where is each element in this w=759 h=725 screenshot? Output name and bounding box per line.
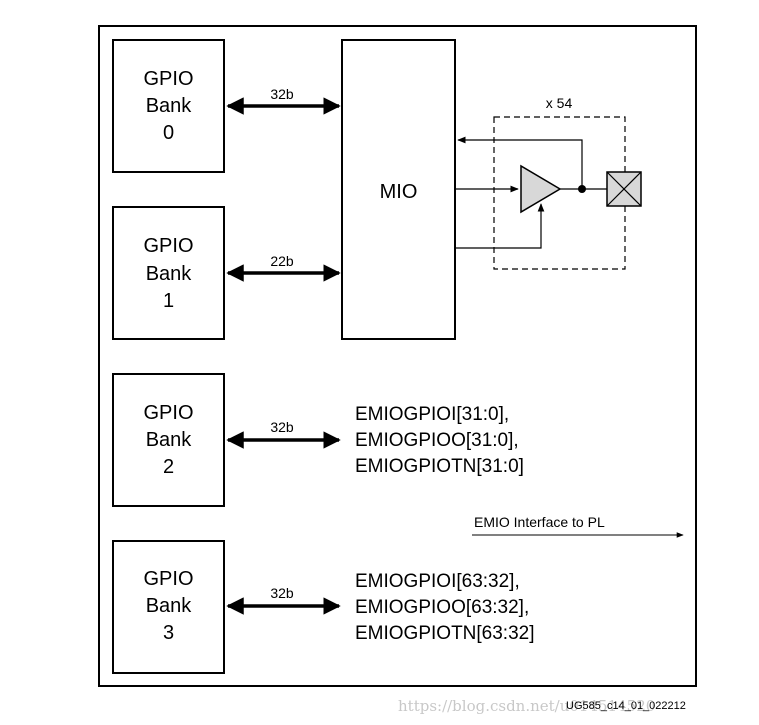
gpio-bank-0-line1: GPIO <box>143 68 193 90</box>
io-pad <box>606 171 642 207</box>
outer-frame <box>98 25 697 687</box>
gpio-bank-3-line3: 3 <box>163 622 174 644</box>
output-buffer-triangle <box>520 164 562 214</box>
junction-dot <box>578 185 586 193</box>
gpio-bank-2-line3: 2 <box>163 456 174 478</box>
bus-width-bank-3: 32b <box>270 585 294 601</box>
gpio-bank-2: GPIO Bank 2 <box>112 373 225 507</box>
gpio-bank-1-box <box>112 206 225 340</box>
gpio-bank-2-box <box>112 373 225 507</box>
emio-signal-bank2-line1: EMIOGPIOI[31:0], <box>355 404 509 425</box>
tristate-enable-line <box>455 203 545 249</box>
emio-signal-bank3-line3: EMIOGPIOTN[63:32] <box>355 623 535 644</box>
pin-block-multiplier: x 54 <box>546 95 573 111</box>
bus-width-bank-2: 32b <box>270 419 294 435</box>
bus-width-bank-1: 22b <box>270 253 294 269</box>
pin-block-dashed <box>493 116 626 270</box>
mio-box <box>341 39 456 340</box>
gpio-bank-1-line3: 1 <box>163 290 174 312</box>
gpio-bank-3-line2: Bank <box>146 595 193 617</box>
gpio-bank-0: GPIO Bank 0 <box>112 39 225 173</box>
gpio-bank-3: GPIO Bank 3 <box>112 540 225 674</box>
gpio-bank-3-line1: GPIO <box>143 568 193 590</box>
emio-signal-bank3-line1: EMIOGPIOI[63:32], <box>355 571 520 592</box>
emio-signal-bank2-line2: EMIOGPIOO[31:0], <box>355 430 519 451</box>
gpio-bank-3-box <box>112 540 225 674</box>
gpio-bank-0-line2: Bank <box>146 95 193 117</box>
gpio-bank-0-line3: 0 <box>163 122 174 144</box>
mio-label: MIO <box>380 181 418 203</box>
gpio-bank-1: GPIO Bank 1 <box>112 206 225 340</box>
gpio-bank-1-line2: Bank <box>146 263 193 285</box>
figure-id: UG585_c14_01_022212 <box>566 700 686 712</box>
emio-signal-bank2-line3: EMIOGPIOTN[31:0] <box>355 456 524 477</box>
gpio-bank-2-line2: Bank <box>146 429 193 451</box>
emio-interface-label: EMIO Interface to PL <box>474 514 605 530</box>
emio-signal-bank3-line2: EMIOGPIOO[63:32], <box>355 597 529 618</box>
bus-width-bank-0: 32b <box>270 86 294 102</box>
gpio-bank-0-box <box>112 39 225 173</box>
watermark-text: https://blog.csdn.net/u014514520 <box>398 697 655 715</box>
gpio-bank-1-line1: GPIO <box>143 235 193 257</box>
input-feedback-line <box>457 136 583 189</box>
io-pad-cross-2 <box>606 171 642 207</box>
mio-block: MIO <box>341 39 456 340</box>
gpio-bank-2-line1: GPIO <box>143 402 193 424</box>
